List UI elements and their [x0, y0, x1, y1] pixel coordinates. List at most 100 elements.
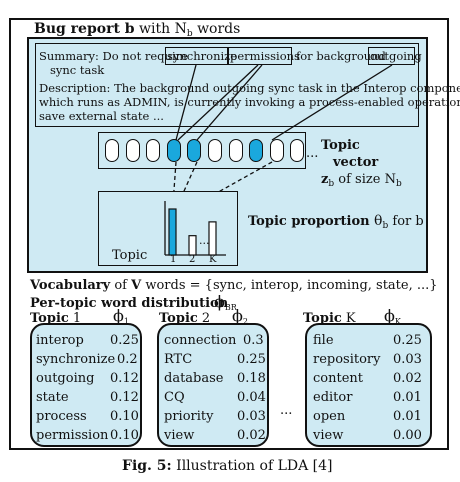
- vector-size-text: of size N: [334, 172, 396, 187]
- connector-synchronize: [175, 64, 197, 141]
- per-topic-phi: ϕ: [214, 292, 225, 311]
- topic-1-word-6: permission: [36, 428, 109, 443]
- topic-k-title-bold: Topic: [303, 311, 342, 326]
- proportion-symbol-sub: b: [382, 221, 389, 231]
- topic-2-prob-1: 0.3: [243, 333, 264, 348]
- summary-word-permissions: permissions: [230, 49, 300, 63]
- topic-proportion-chart: [164, 201, 226, 256]
- topic-1-prob-5: 0.10: [110, 409, 139, 424]
- proportion-tick-2: 2: [189, 254, 196, 265]
- proportion-symbol: θ: [369, 213, 383, 229]
- vector-symbol-sub: b: [328, 179, 335, 189]
- summary-word-synchronize: synchronize: [167, 49, 238, 63]
- bug-report-heading-rest: with N: [134, 21, 187, 37]
- topic-k-word-1: file: [313, 333, 334, 348]
- topic-k-word-box: [305, 323, 432, 447]
- bug-report-heading-end: words: [192, 21, 241, 37]
- topic-1-word-2: synchronize: [36, 352, 116, 367]
- highlight-box-outgoing: [368, 47, 415, 65]
- topic-1-phi: ϕ1: [113, 308, 129, 326]
- topic-2-prob-5: 0.03: [237, 409, 266, 424]
- dashed-link-1: [171, 161, 177, 219]
- topic-2-phi-symbol: ϕ: [232, 306, 243, 325]
- highlight-box-synchronize: [165, 47, 228, 65]
- connector-outgoing: [271, 64, 393, 141]
- topic-k-prob-6: 0.00: [393, 428, 422, 443]
- topic-k-phi-symbol: ϕ: [384, 306, 395, 325]
- vector-ellipsis: ...: [306, 146, 319, 161]
- figure-frame: [9, 18, 449, 450]
- proportion-bar-ellipsis: ...: [199, 234, 210, 247]
- topic-k-word-5: open: [313, 409, 346, 424]
- topic-vector-cell-active: [249, 139, 264, 162]
- topic-vector-cell: [105, 139, 119, 162]
- topic-k-word-3: content: [313, 371, 363, 386]
- topic-1-title-num: 1: [68, 311, 82, 326]
- description-line2: which runs as ADMIN, is currently invoki…: [39, 95, 460, 109]
- topic-k-prob-1: 0.25: [393, 333, 422, 348]
- vocabulary-bold: Vocabulary: [30, 278, 111, 293]
- topic-k-phi: ϕK: [384, 306, 401, 326]
- topic-k-prob-5: 0.01: [393, 409, 422, 424]
- per-topic-label: Per-topic word distribution: [30, 297, 228, 310]
- topic-2-word-1: connection: [164, 333, 237, 348]
- topic-k-word-2: repository: [313, 352, 381, 367]
- per-topic-symbol: ϕBR: [214, 292, 237, 312]
- topic-2-word-2: RTC: [164, 352, 193, 367]
- proportion-label-end: for b: [388, 214, 424, 229]
- topic-k-title: Topic K: [303, 312, 356, 325]
- topic-1-word-4: state: [36, 390, 69, 405]
- proportion-bar-3: [208, 221, 217, 256]
- summary-line2: sync task: [50, 63, 105, 77]
- topic-vector-box: [98, 132, 306, 169]
- bug-report-heading-sub: b: [186, 29, 193, 39]
- topic-k-prob-3: 0.02: [393, 371, 422, 386]
- topic-vector-cell: [269, 139, 284, 162]
- summary-prefix: Summary: Do not require: [39, 49, 188, 63]
- topic-vector-cell: [290, 139, 305, 162]
- topic-vector-cell-active: [187, 139, 202, 162]
- proportion-bar-2: [188, 235, 197, 256]
- topic-1-word-box: [30, 323, 142, 447]
- topic-vector-cell: [228, 139, 243, 162]
- vector-size-label: zb of size Nb: [321, 172, 402, 189]
- connector-permissions-b: [196, 64, 263, 141]
- topic-vector-cell: [125, 139, 140, 162]
- topic-k-title-num: K: [341, 311, 356, 326]
- topics-between-ellipsis: ...: [280, 403, 293, 418]
- topic-vector-cell-active: [166, 139, 181, 162]
- topic-2-word-4: CQ: [164, 390, 185, 405]
- vocabulary-v: V: [131, 278, 142, 293]
- topic-2-prob-4: 0.04: [237, 390, 266, 405]
- topic-2-prob-2: 0.25: [237, 352, 266, 367]
- summary-mid: for background: [296, 49, 386, 63]
- topic-k-phi-sub: K: [394, 317, 401, 326]
- highlight-box-permissions: [228, 47, 292, 65]
- summary-word-outgoing: outgoing: [370, 49, 422, 63]
- vector-size-sub: b: [395, 179, 402, 189]
- figure-caption-bold: Fig. 5:: [122, 458, 172, 474]
- topic-2-word-5: priority: [164, 409, 214, 424]
- topic-2-phi: ϕ2: [232, 306, 248, 326]
- vocabulary-rest: words = {sync, interop, incoming, state,…: [141, 278, 438, 293]
- figure-caption: Fig. 5: Illustration of LDA [4]: [122, 459, 333, 473]
- topic-1-prob-3: 0.12: [110, 371, 139, 386]
- vector-label-topic: Topic: [321, 138, 360, 153]
- topic-1-prob-6: 0.10: [110, 428, 139, 443]
- description-line3: save external state ...: [39, 109, 164, 123]
- bug-report-heading-bold: Bug report b: [34, 21, 135, 37]
- proportion-axis-label: Topic: [112, 248, 148, 263]
- vector-label-vector: vector: [333, 155, 379, 170]
- topic-vector-cell: [208, 139, 222, 162]
- per-topic-label-text: Per-topic word distribution: [30, 296, 229, 311]
- topic-k-prob-4: 0.01: [393, 390, 422, 405]
- topic-2-word-box: [157, 323, 269, 447]
- topic-k-ellipsis: ...: [322, 439, 332, 450]
- topic-1-phi-sub: 1: [123, 317, 129, 326]
- topic-1-prob-2: 0.2: [117, 352, 138, 367]
- vector-symbol: z: [321, 172, 329, 187]
- topic-2-phi-sub: 2: [242, 317, 248, 326]
- topic-proportion-label-bold: Topic proportion: [248, 214, 370, 229]
- topic-1-word-3: outgoing: [36, 371, 95, 386]
- topic-2-word-3: database: [164, 371, 224, 386]
